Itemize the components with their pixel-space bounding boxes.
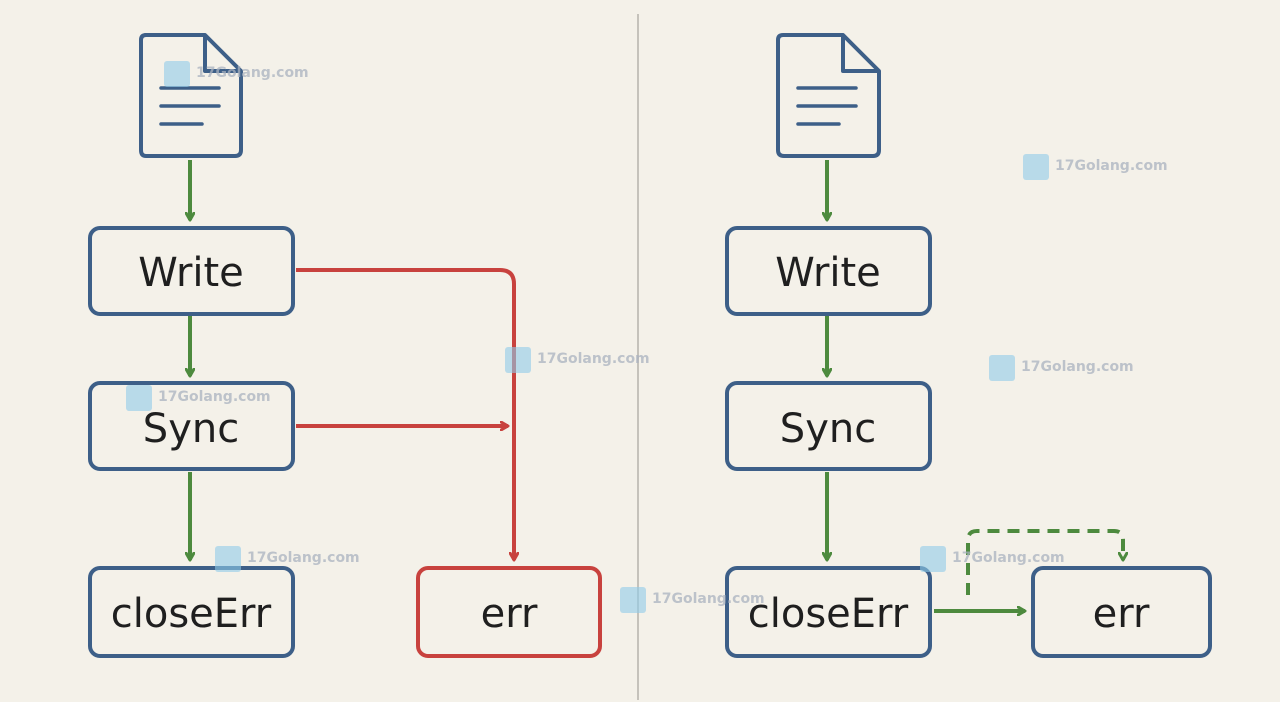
sync-node-label: Sync [143,406,239,452]
watermark: 17Golang.com [505,347,650,373]
write-node-label: Write [775,250,881,296]
err-node: err [416,566,602,658]
watermark: 17Golang.com [989,355,1134,381]
watermark: 17Golang.com [620,587,765,613]
left-panel: Write Sync closeErr err [88,33,602,658]
watermark: 17Golang.com [126,385,271,411]
watermark-logo-icon [620,587,646,613]
watermark-logo-icon [215,546,241,572]
watermark-text: 17Golang.com [652,591,765,607]
sync-node: Sync [725,381,932,471]
watermark-logo-icon [164,61,190,87]
watermark-text: 17Golang.com [1055,158,1168,174]
watermark: 17Golang.com [164,61,309,87]
err-node: err [1031,566,1212,658]
closeerr-node-label: closeErr [111,591,272,637]
write-node: Write [725,226,932,316]
watermark: 17Golang.com [1023,154,1168,180]
watermark: 17Golang.com [215,546,360,572]
closeerr-node: closeErr [725,566,932,658]
watermark-logo-icon [1023,154,1049,180]
watermark-text: 17Golang.com [537,351,650,367]
right-panel: Write Sync closeErr err [725,33,1212,658]
watermark-logo-icon [505,347,531,373]
error-arrow-write-to-err [296,268,514,560]
watermark-text: 17Golang.com [196,65,309,81]
watermark-text: 17Golang.com [952,550,1065,566]
write-node-label: Write [138,250,244,296]
err-node-label: err [1093,591,1150,637]
closeerr-node: closeErr [88,566,295,658]
sync-node: Sync [88,381,295,471]
watermarks: 17Golang.com 17Golang.com 17Golang.com 1… [126,61,1168,613]
closeerr-node-label: closeErr [748,591,909,637]
err-node-label: err [481,591,538,637]
watermark-logo-icon [126,385,152,411]
document-icon [139,33,243,158]
write-node: Write [88,226,295,316]
watermark-logo-icon [989,355,1015,381]
watermark-logo-icon [920,546,946,572]
watermark: 17Golang.com [920,546,1065,572]
document-icon [776,33,881,158]
watermark-text: 17Golang.com [1021,359,1134,375]
sync-node-label: Sync [780,406,876,452]
watermark-text: 17Golang.com [247,550,360,566]
watermark-text: 17Golang.com [158,389,271,405]
